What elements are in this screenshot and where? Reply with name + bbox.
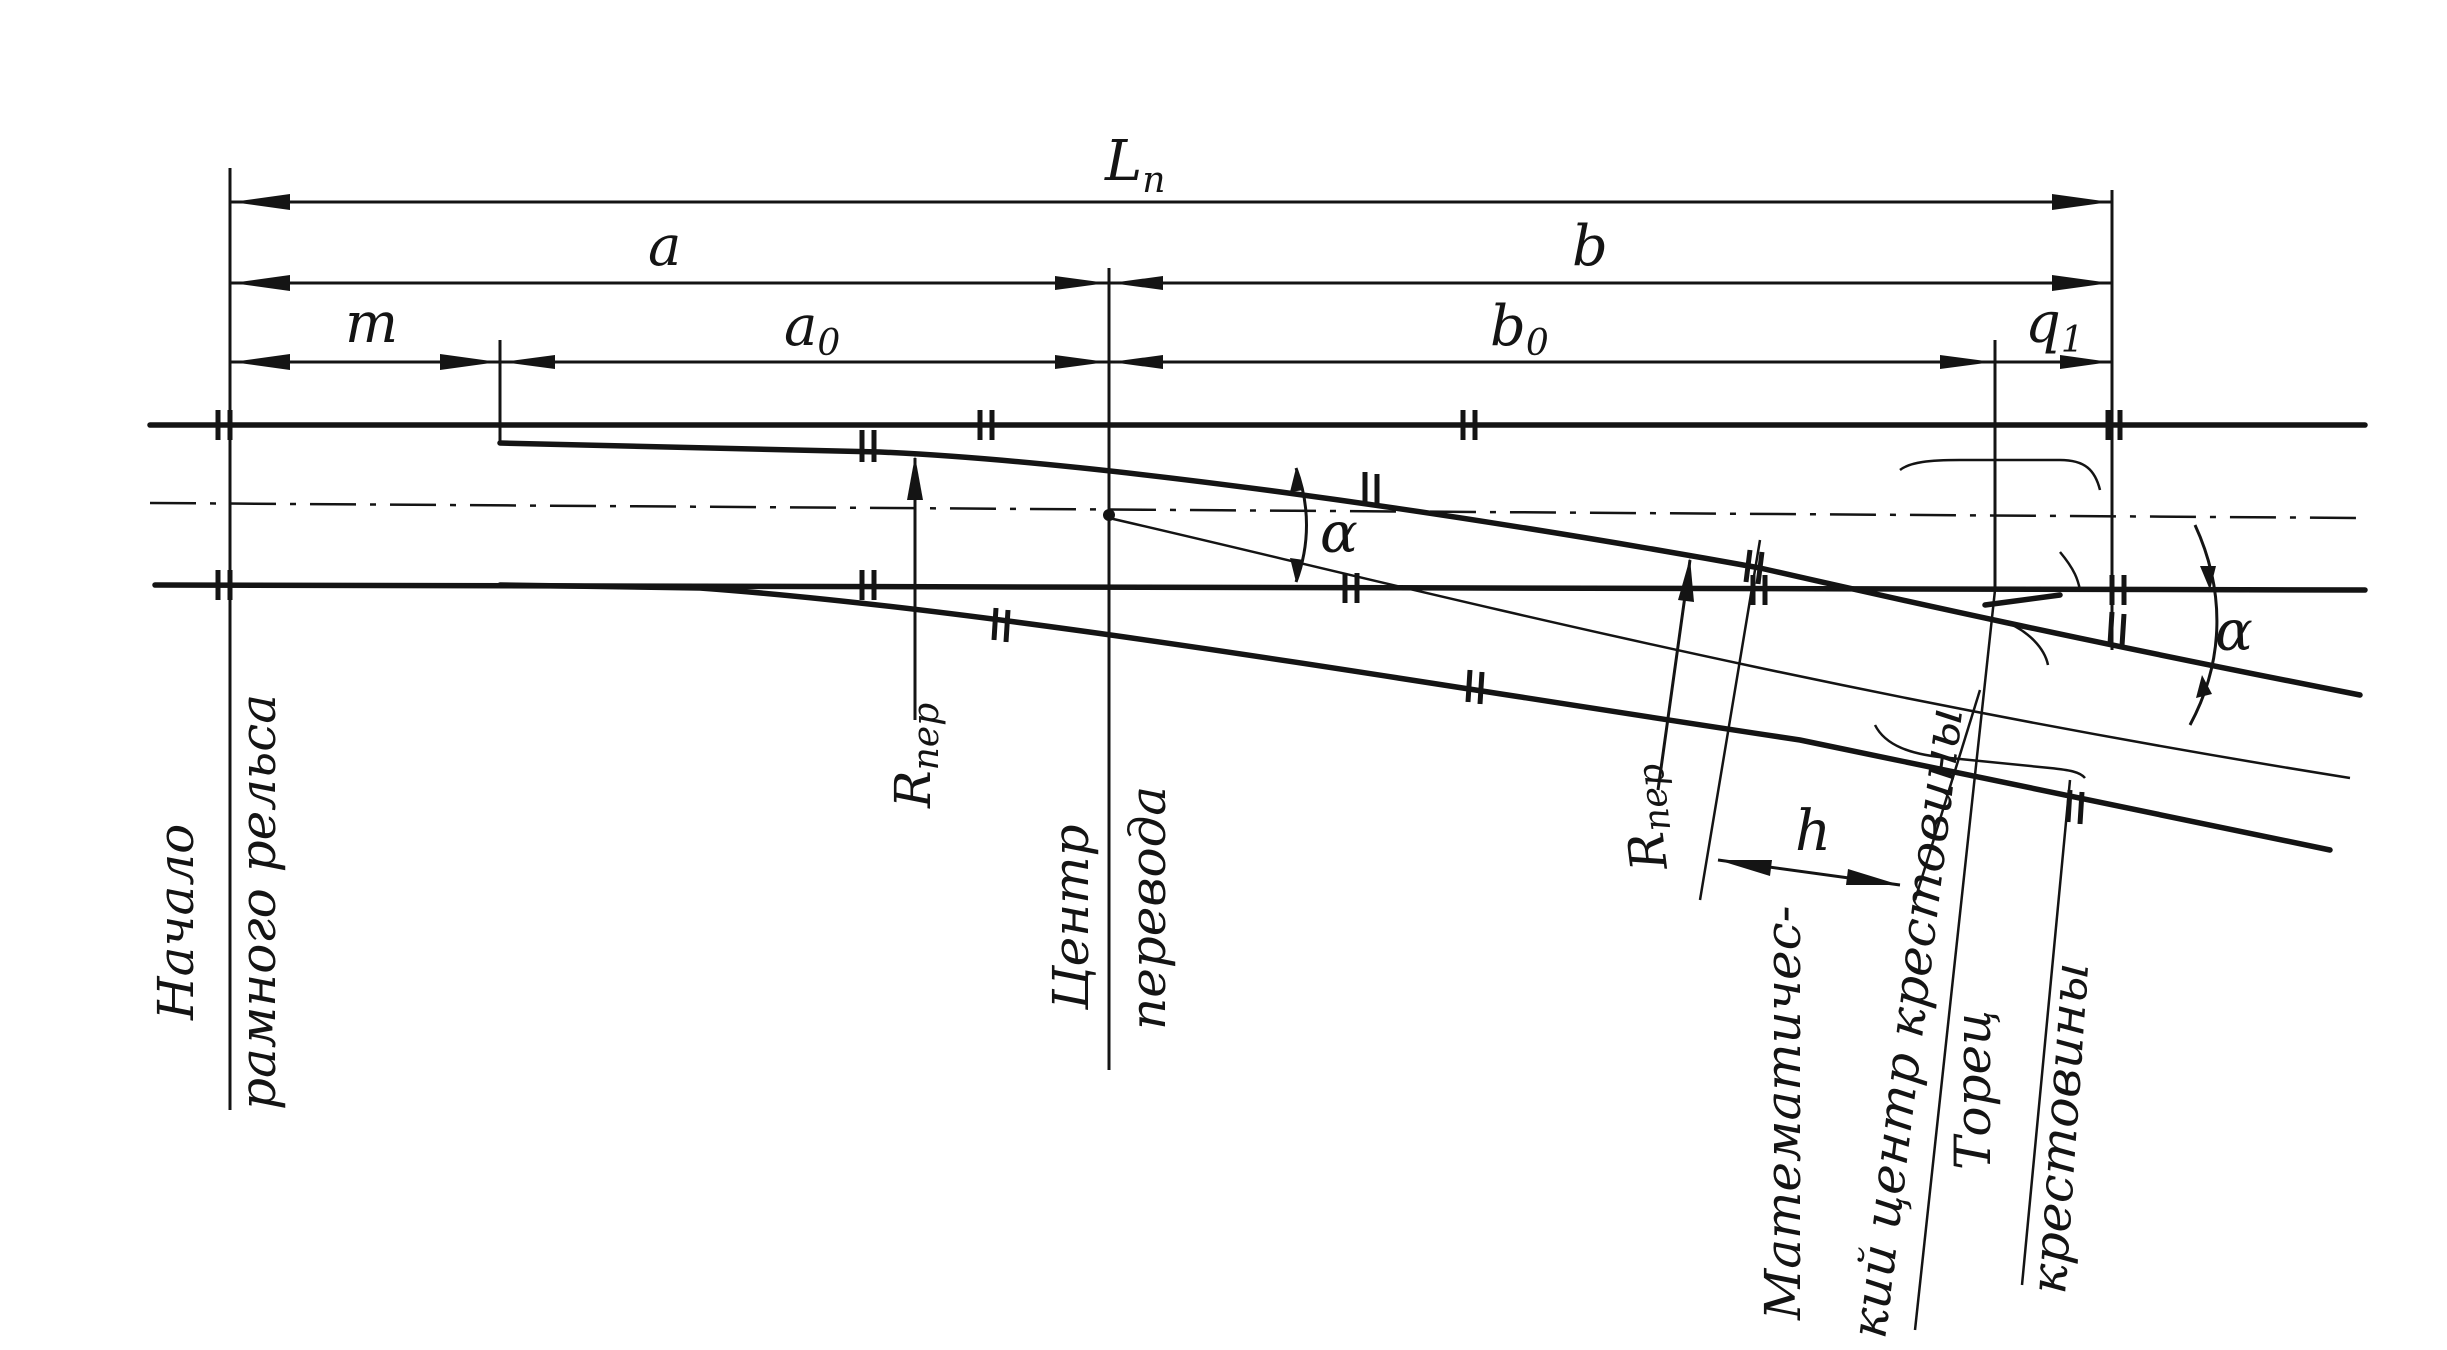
label-q1: q1 xyxy=(2025,291,2084,361)
label-turnout-center-1: Центр xyxy=(1042,824,1100,1011)
label-frog-end-1: Торец xyxy=(1944,1010,2002,1170)
curved-lower-rail xyxy=(497,582,2333,853)
radius-arrow-right xyxy=(1678,558,1694,602)
joint xyxy=(991,607,999,641)
label-frame-rail-start-2: рамного рельса xyxy=(229,694,287,1110)
guard-rail-mid-left xyxy=(1999,618,2050,666)
label-frog-end-2: крестовины xyxy=(2019,961,2100,1296)
alpha-arc-right-arrow-upper xyxy=(2200,566,2216,590)
track-geometry xyxy=(147,422,2368,853)
dimension-lines xyxy=(230,194,2112,887)
label-turnout-center-2: перевода xyxy=(1119,786,1177,1030)
straight-bottom-rail xyxy=(152,582,2368,593)
joint xyxy=(1755,551,1765,585)
rail-joints xyxy=(215,410,2127,825)
arrow-a-left xyxy=(232,275,290,291)
radius-leaders xyxy=(907,456,1694,791)
label-h: h xyxy=(1795,799,1831,864)
arrow-L-left xyxy=(232,194,290,210)
joint xyxy=(2119,613,2127,647)
arrow-h-right xyxy=(1846,869,1900,885)
curved-upper-rail xyxy=(497,440,2363,698)
joint xyxy=(2077,791,2085,825)
arrow-L-right xyxy=(2052,194,2110,210)
vertical-labels: Rпер Rпер Начало рамного рельса Центр пе… xyxy=(147,694,2100,1342)
reference-lines xyxy=(228,168,2114,1331)
alpha-arc-top-arrow-lower xyxy=(1290,558,1304,582)
arrow-q1-right xyxy=(2060,355,2110,369)
label-L: Lп xyxy=(1104,129,1165,201)
joint xyxy=(1003,609,1011,643)
joint xyxy=(2065,789,2073,823)
straight-track-axis xyxy=(149,501,2366,520)
label-a0: a0 xyxy=(784,294,840,364)
joint xyxy=(1465,669,1473,703)
label-radius-left: Rпер xyxy=(884,703,947,809)
label-frame-rail-start-1: Начало xyxy=(147,824,205,1021)
guard-rail-bottom xyxy=(1873,724,2086,779)
alpha-arc-right xyxy=(2188,524,2219,726)
arrow-a-right xyxy=(1055,276,1107,290)
joint xyxy=(1477,671,1485,705)
arrow-m-right xyxy=(440,354,498,370)
frog-point-segment xyxy=(1982,592,2063,608)
joint xyxy=(1743,549,1753,583)
arrow-b-left xyxy=(1111,276,1163,290)
label-frog-math-center-1: Математичес- xyxy=(1754,906,1812,1321)
h-left-leader xyxy=(1698,539,1762,901)
label-radius-right: Rпер xyxy=(1609,762,1684,875)
h-right-leader xyxy=(1913,689,1982,901)
label-a: a xyxy=(648,214,681,279)
turnout-center-point xyxy=(1103,509,1115,521)
label-alpha-right: α xyxy=(2215,599,2253,664)
label-alpha-top: α xyxy=(1320,501,1358,566)
dimension-labels: Lп a b m a0 b0 q1 α α h xyxy=(345,129,2253,864)
label-b0: b0 xyxy=(1490,294,1549,364)
joint xyxy=(2107,611,2115,645)
arrow-b-right xyxy=(2052,275,2110,291)
arrow-h-left xyxy=(1718,860,1772,876)
arrow-m-left xyxy=(232,354,290,370)
guard-rail-top xyxy=(1899,458,2102,491)
arrow-b0-right xyxy=(1940,355,1993,369)
arrow-a0-left xyxy=(502,355,555,369)
label-b: b xyxy=(1572,214,1608,279)
alpha-arc-right-arrow-lower xyxy=(2196,675,2212,698)
frog-end-leader xyxy=(2020,779,2072,1286)
alpha-arc-top-arrow-upper xyxy=(1290,468,1304,492)
label-m: m xyxy=(345,291,398,356)
diverging-track-axis xyxy=(1108,516,2351,780)
angle-marks xyxy=(1290,467,2219,726)
arrow-a0-right xyxy=(1055,355,1107,369)
radius-arrow-left xyxy=(907,456,923,500)
guard-rail-mid-right xyxy=(2059,551,2082,591)
arrow-b0-left xyxy=(1111,355,1163,369)
